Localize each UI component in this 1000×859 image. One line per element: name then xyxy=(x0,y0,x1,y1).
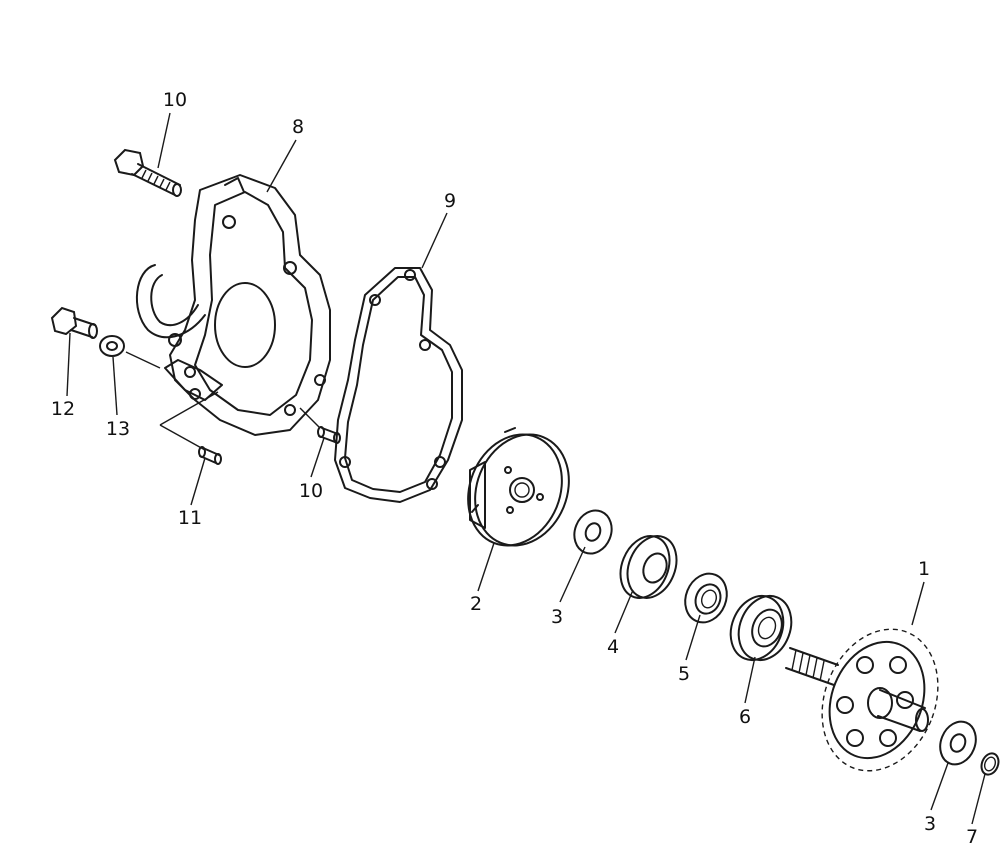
callout-9: 9 xyxy=(444,190,456,212)
leader-lines xyxy=(66,112,986,825)
callout-13: 13 xyxy=(106,418,130,440)
bolt-11 xyxy=(113,148,182,197)
callout-4: 4 xyxy=(607,636,619,658)
washer-3b xyxy=(939,720,977,766)
callout-11: 10 xyxy=(163,89,187,111)
circlip-7 xyxy=(980,752,1000,776)
callout-7: 7 xyxy=(966,826,978,848)
callout-10a: 10 xyxy=(299,480,323,502)
pump-cover-8 xyxy=(135,174,331,436)
bearing-6 xyxy=(729,595,793,661)
shaft-gear-1 xyxy=(785,628,939,772)
gasket-9 xyxy=(334,267,463,503)
washer-13 xyxy=(99,335,125,357)
callout-12: 12 xyxy=(51,398,75,420)
dowel-pin-10b xyxy=(198,446,222,465)
bolt-12 xyxy=(50,306,98,339)
seal-4 xyxy=(619,535,678,599)
callout-3b: 3 xyxy=(924,813,936,835)
callout-8: 8 xyxy=(292,116,304,138)
callout-6: 6 xyxy=(739,706,751,728)
oil-seal-5 xyxy=(684,572,728,624)
callout-3a: 3 xyxy=(551,606,563,628)
washer-3a xyxy=(573,509,613,555)
callout-10b: 11 xyxy=(178,507,202,529)
callout-1: 1 xyxy=(918,558,930,580)
callout-5: 5 xyxy=(678,663,690,685)
impeller-2 xyxy=(467,427,570,547)
callout-2: 2 xyxy=(470,593,482,615)
